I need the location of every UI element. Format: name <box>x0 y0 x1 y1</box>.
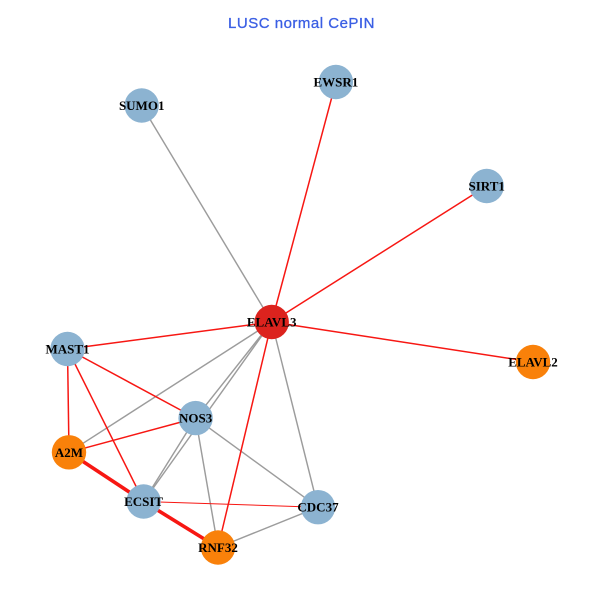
svg-text:MAST1: MAST1 <box>45 342 89 357</box>
svg-text:LUSC normal CePIN: LUSC normal CePIN <box>228 15 375 32</box>
svg-text:A2M: A2M <box>55 445 83 460</box>
svg-text:RNF32: RNF32 <box>198 540 238 555</box>
svg-text:CDC37: CDC37 <box>297 500 339 515</box>
svg-text:ELAVL3: ELAVL3 <box>247 315 297 330</box>
svg-text:NOS3: NOS3 <box>179 411 213 426</box>
svg-text:ELAVL2: ELAVL2 <box>508 355 558 370</box>
svg-text:EWSR1: EWSR1 <box>314 75 359 90</box>
svg-text:SUMO1: SUMO1 <box>119 98 165 113</box>
svg-text:ECSIT: ECSIT <box>124 494 163 509</box>
svg-text:SIRT1: SIRT1 <box>468 179 504 194</box>
